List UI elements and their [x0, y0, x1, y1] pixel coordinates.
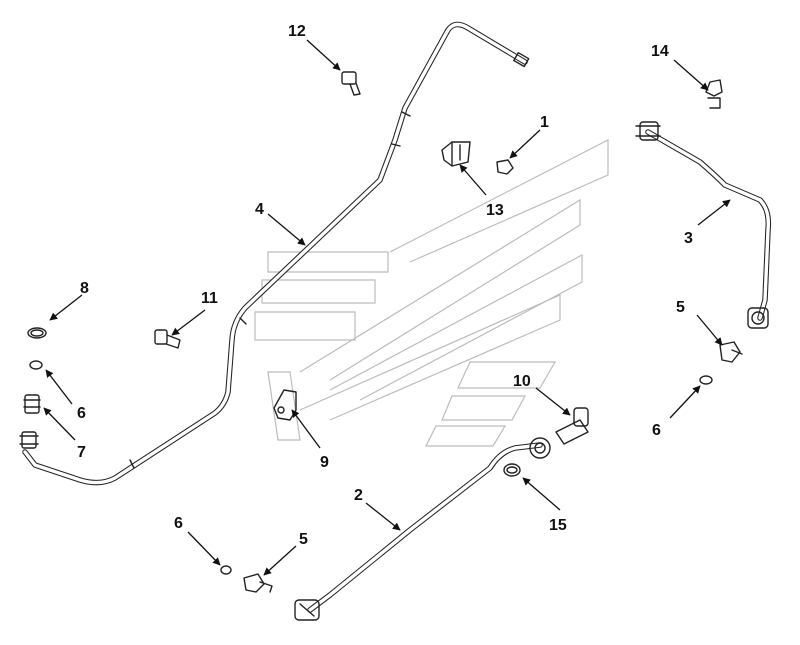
fitting-part-7 — [19, 394, 41, 449]
seal-ring-part-8 — [27, 327, 47, 339]
tube-part-2 — [294, 437, 551, 621]
callout-5-bottom: 5 — [299, 531, 308, 548]
callout-3: 3 — [684, 230, 693, 247]
clip-part-9 — [273, 389, 297, 421]
callout-11: 11 — [201, 290, 218, 307]
callout-labels: 12 1 13 14 3 4 8 6 7 11 9 10 5 6 15 2 6 … — [77, 23, 693, 548]
callout-9: 9 — [320, 454, 329, 471]
callout-15: 15 — [549, 517, 567, 534]
callout-7: 7 — [77, 444, 86, 461]
seal-ring-part-6-left — [29, 360, 43, 370]
callout-6-right: 6 — [652, 422, 661, 439]
nut-part-1 — [496, 159, 514, 175]
leader-lines — [43, 39, 731, 576]
callout-8: 8 — [80, 280, 89, 297]
watermark-logo — [254, 139, 609, 447]
callout-6-bottom: 6 — [174, 515, 183, 532]
callout-10: 10 — [513, 373, 531, 390]
tube-part-3 — [635, 121, 772, 329]
callout-1: 1 — [540, 114, 549, 131]
adapter-part-5-right — [719, 341, 743, 363]
callout-2: 2 — [354, 487, 363, 504]
clip-part-14 — [705, 79, 723, 109]
seal-ring-part-6-bottom — [220, 565, 232, 575]
adapter-part-5-bottom — [243, 573, 273, 593]
fitting-part-10 — [555, 407, 589, 445]
bolt-part-12 — [341, 71, 361, 96]
seal-ring-part-15 — [503, 463, 521, 477]
seal-ring-part-6-right — [699, 375, 713, 385]
callout-13: 13 — [486, 202, 504, 219]
tube-part-4 — [22, 21, 530, 486]
callout-5-right: 5 — [676, 299, 685, 316]
callout-12: 12 — [288, 23, 306, 40]
clip-part-13 — [441, 141, 471, 167]
callout-14: 14 — [651, 43, 669, 60]
callout-6-left: 6 — [77, 405, 86, 422]
bolt-part-11 — [154, 329, 181, 349]
callout-4: 4 — [255, 201, 264, 218]
